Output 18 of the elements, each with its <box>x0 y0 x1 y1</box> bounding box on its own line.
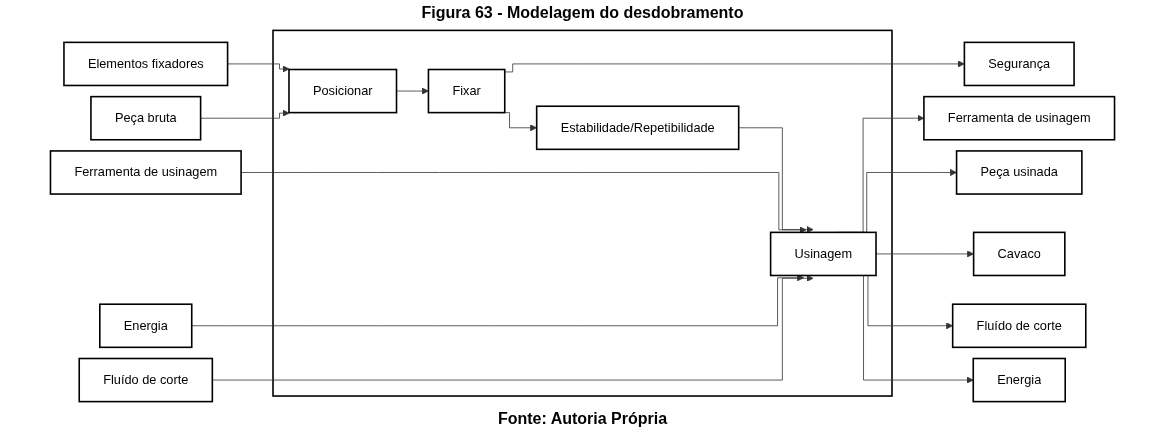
node-box: Posicionar <box>288 68 398 114</box>
node-box: Segurança <box>963 41 1075 87</box>
node-box: Ferramenta de usinagem <box>49 150 242 195</box>
figure-caption: Fonte: Autoria Própria <box>497 410 668 428</box>
node-box: Peça bruta <box>90 95 202 141</box>
node-box: Usinagem <box>769 231 877 277</box>
node-box: Energia <box>99 303 193 349</box>
node-box: Elementos fixadores <box>63 41 229 87</box>
node-box: Energia <box>972 357 1066 403</box>
node-box: Cavaco <box>972 231 1066 277</box>
node-box: Ferramenta de usinagem <box>923 95 1116 141</box>
node-box: Fixar <box>427 68 506 114</box>
cluster <box>272 29 893 397</box>
node-box: Peça usinada <box>955 150 1083 195</box>
node-box: Estabilidade/Repetibilidade <box>535 105 740 151</box>
node-box: Fluído de corte <box>951 303 1087 349</box>
figure-title: Figura 63 - Modelagem do desdobramento <box>421 4 744 22</box>
node-box: Fluído de corte <box>78 357 214 403</box>
